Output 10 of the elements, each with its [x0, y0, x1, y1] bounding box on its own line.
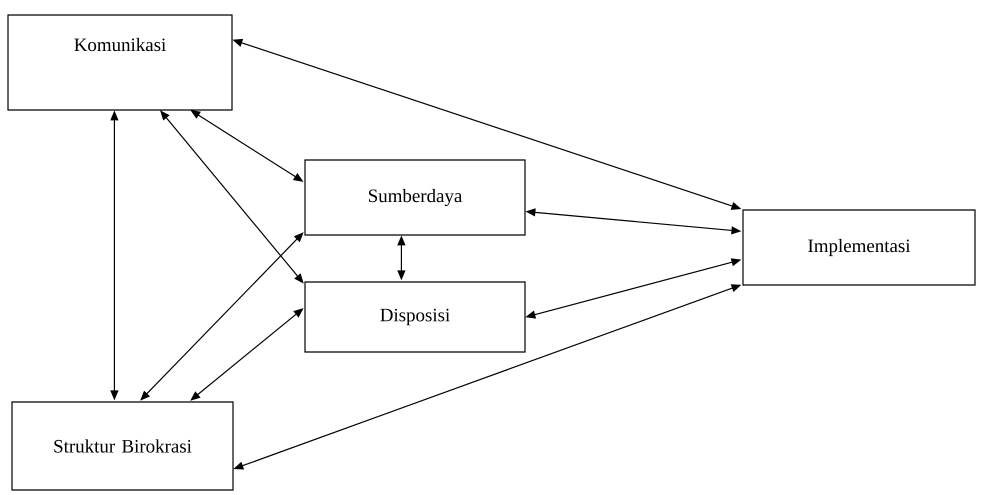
box-label: Komunikasi	[74, 38, 166, 52]
box	[304, 159, 526, 236]
box-label: Struktur Birokrasi	[54, 439, 192, 453]
box	[7, 14, 233, 111]
box-label: Disposisi	[380, 308, 450, 326]
box	[742, 209, 976, 286]
box	[304, 281, 526, 353]
box-label: Implementasi	[808, 238, 910, 256]
box	[11, 401, 234, 491]
box-label: Sumberdaya	[368, 188, 462, 206]
